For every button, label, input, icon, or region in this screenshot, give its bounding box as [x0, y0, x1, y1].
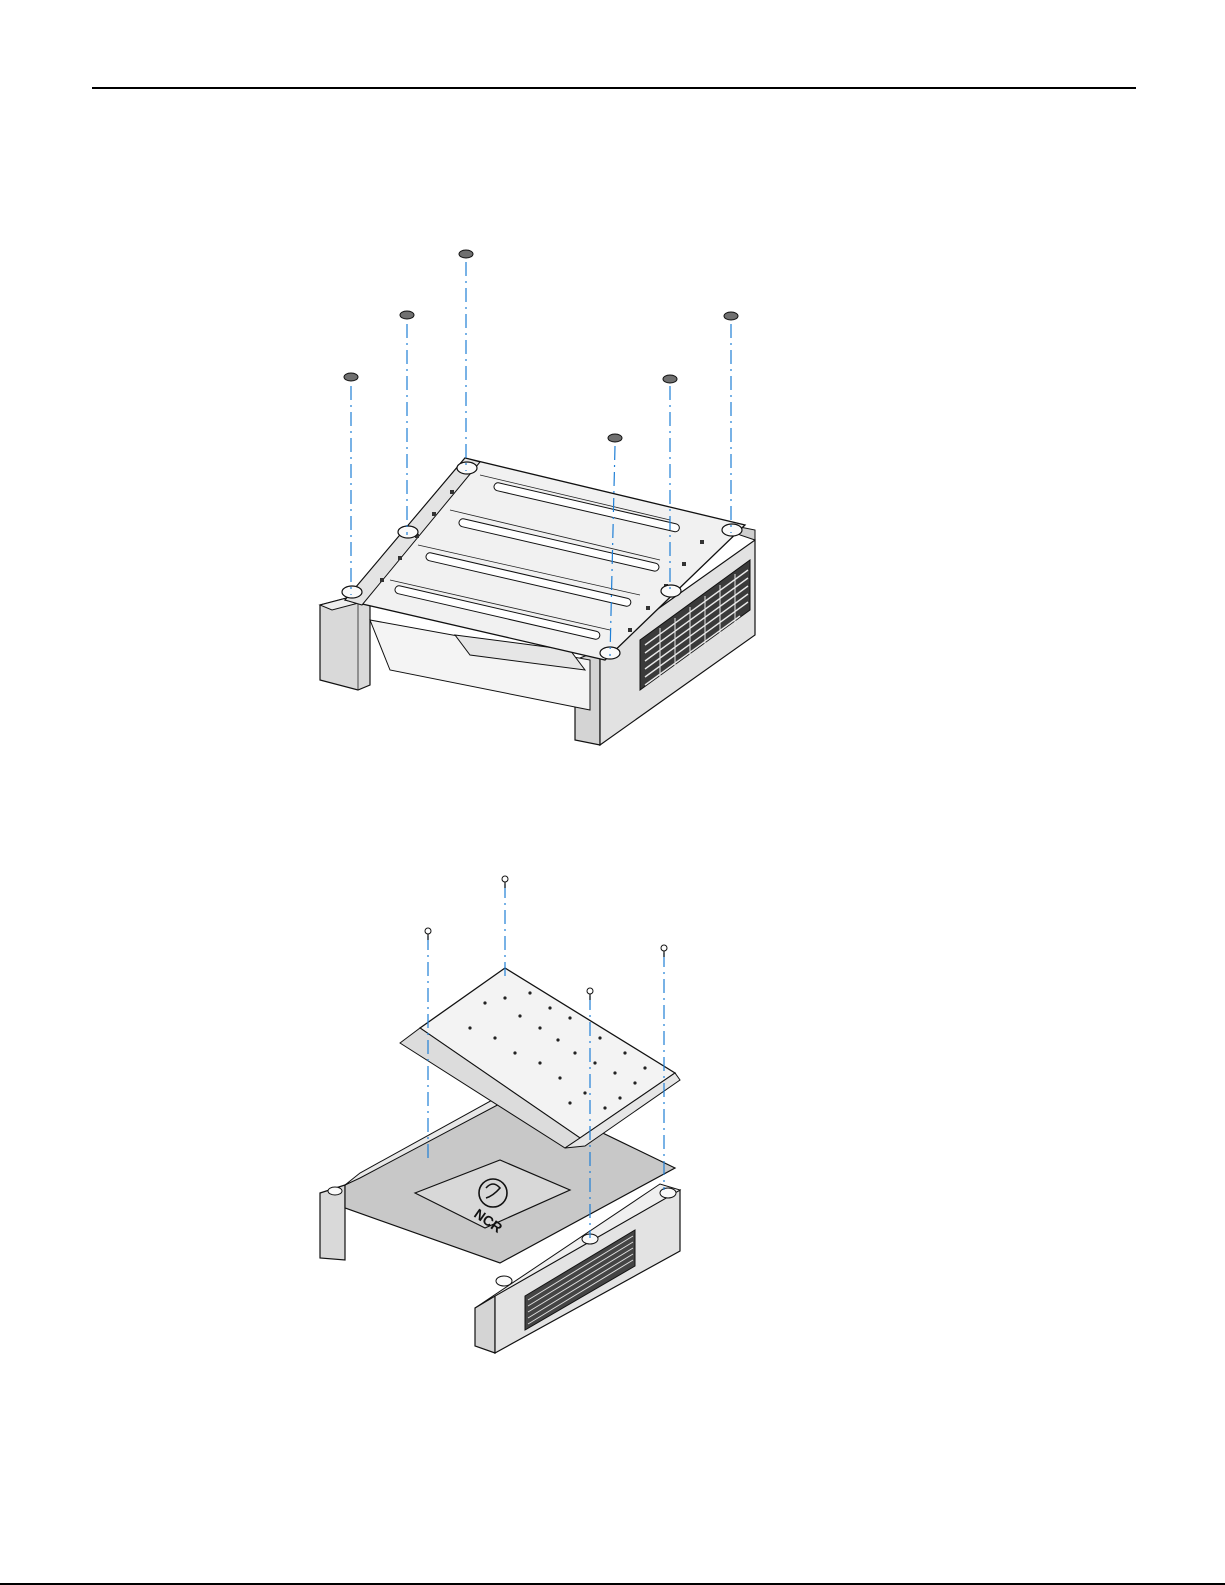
screw-3 [587, 988, 593, 1000]
rubber-foot-4 [608, 434, 622, 442]
screws [425, 876, 667, 1000]
header-rule [92, 87, 1136, 89]
rubber-foot-5 [663, 375, 677, 383]
mounting-plate-exploded-figure: NCR [300, 868, 720, 1368]
rubber-feet [344, 250, 738, 442]
base-left-end-block [320, 595, 370, 690]
rubber-foot-1 [344, 373, 358, 381]
base-body: NCR [320, 1093, 680, 1353]
rubber-foot-2 [400, 311, 414, 319]
base-feet-exploded-figure [300, 240, 780, 760]
rubber-foot-6 [724, 312, 738, 320]
screw-1 [425, 928, 431, 940]
screw-4 [661, 945, 667, 957]
mounting-plate [400, 968, 680, 1148]
screw-2 [502, 876, 508, 888]
rubber-foot-3 [459, 250, 473, 258]
